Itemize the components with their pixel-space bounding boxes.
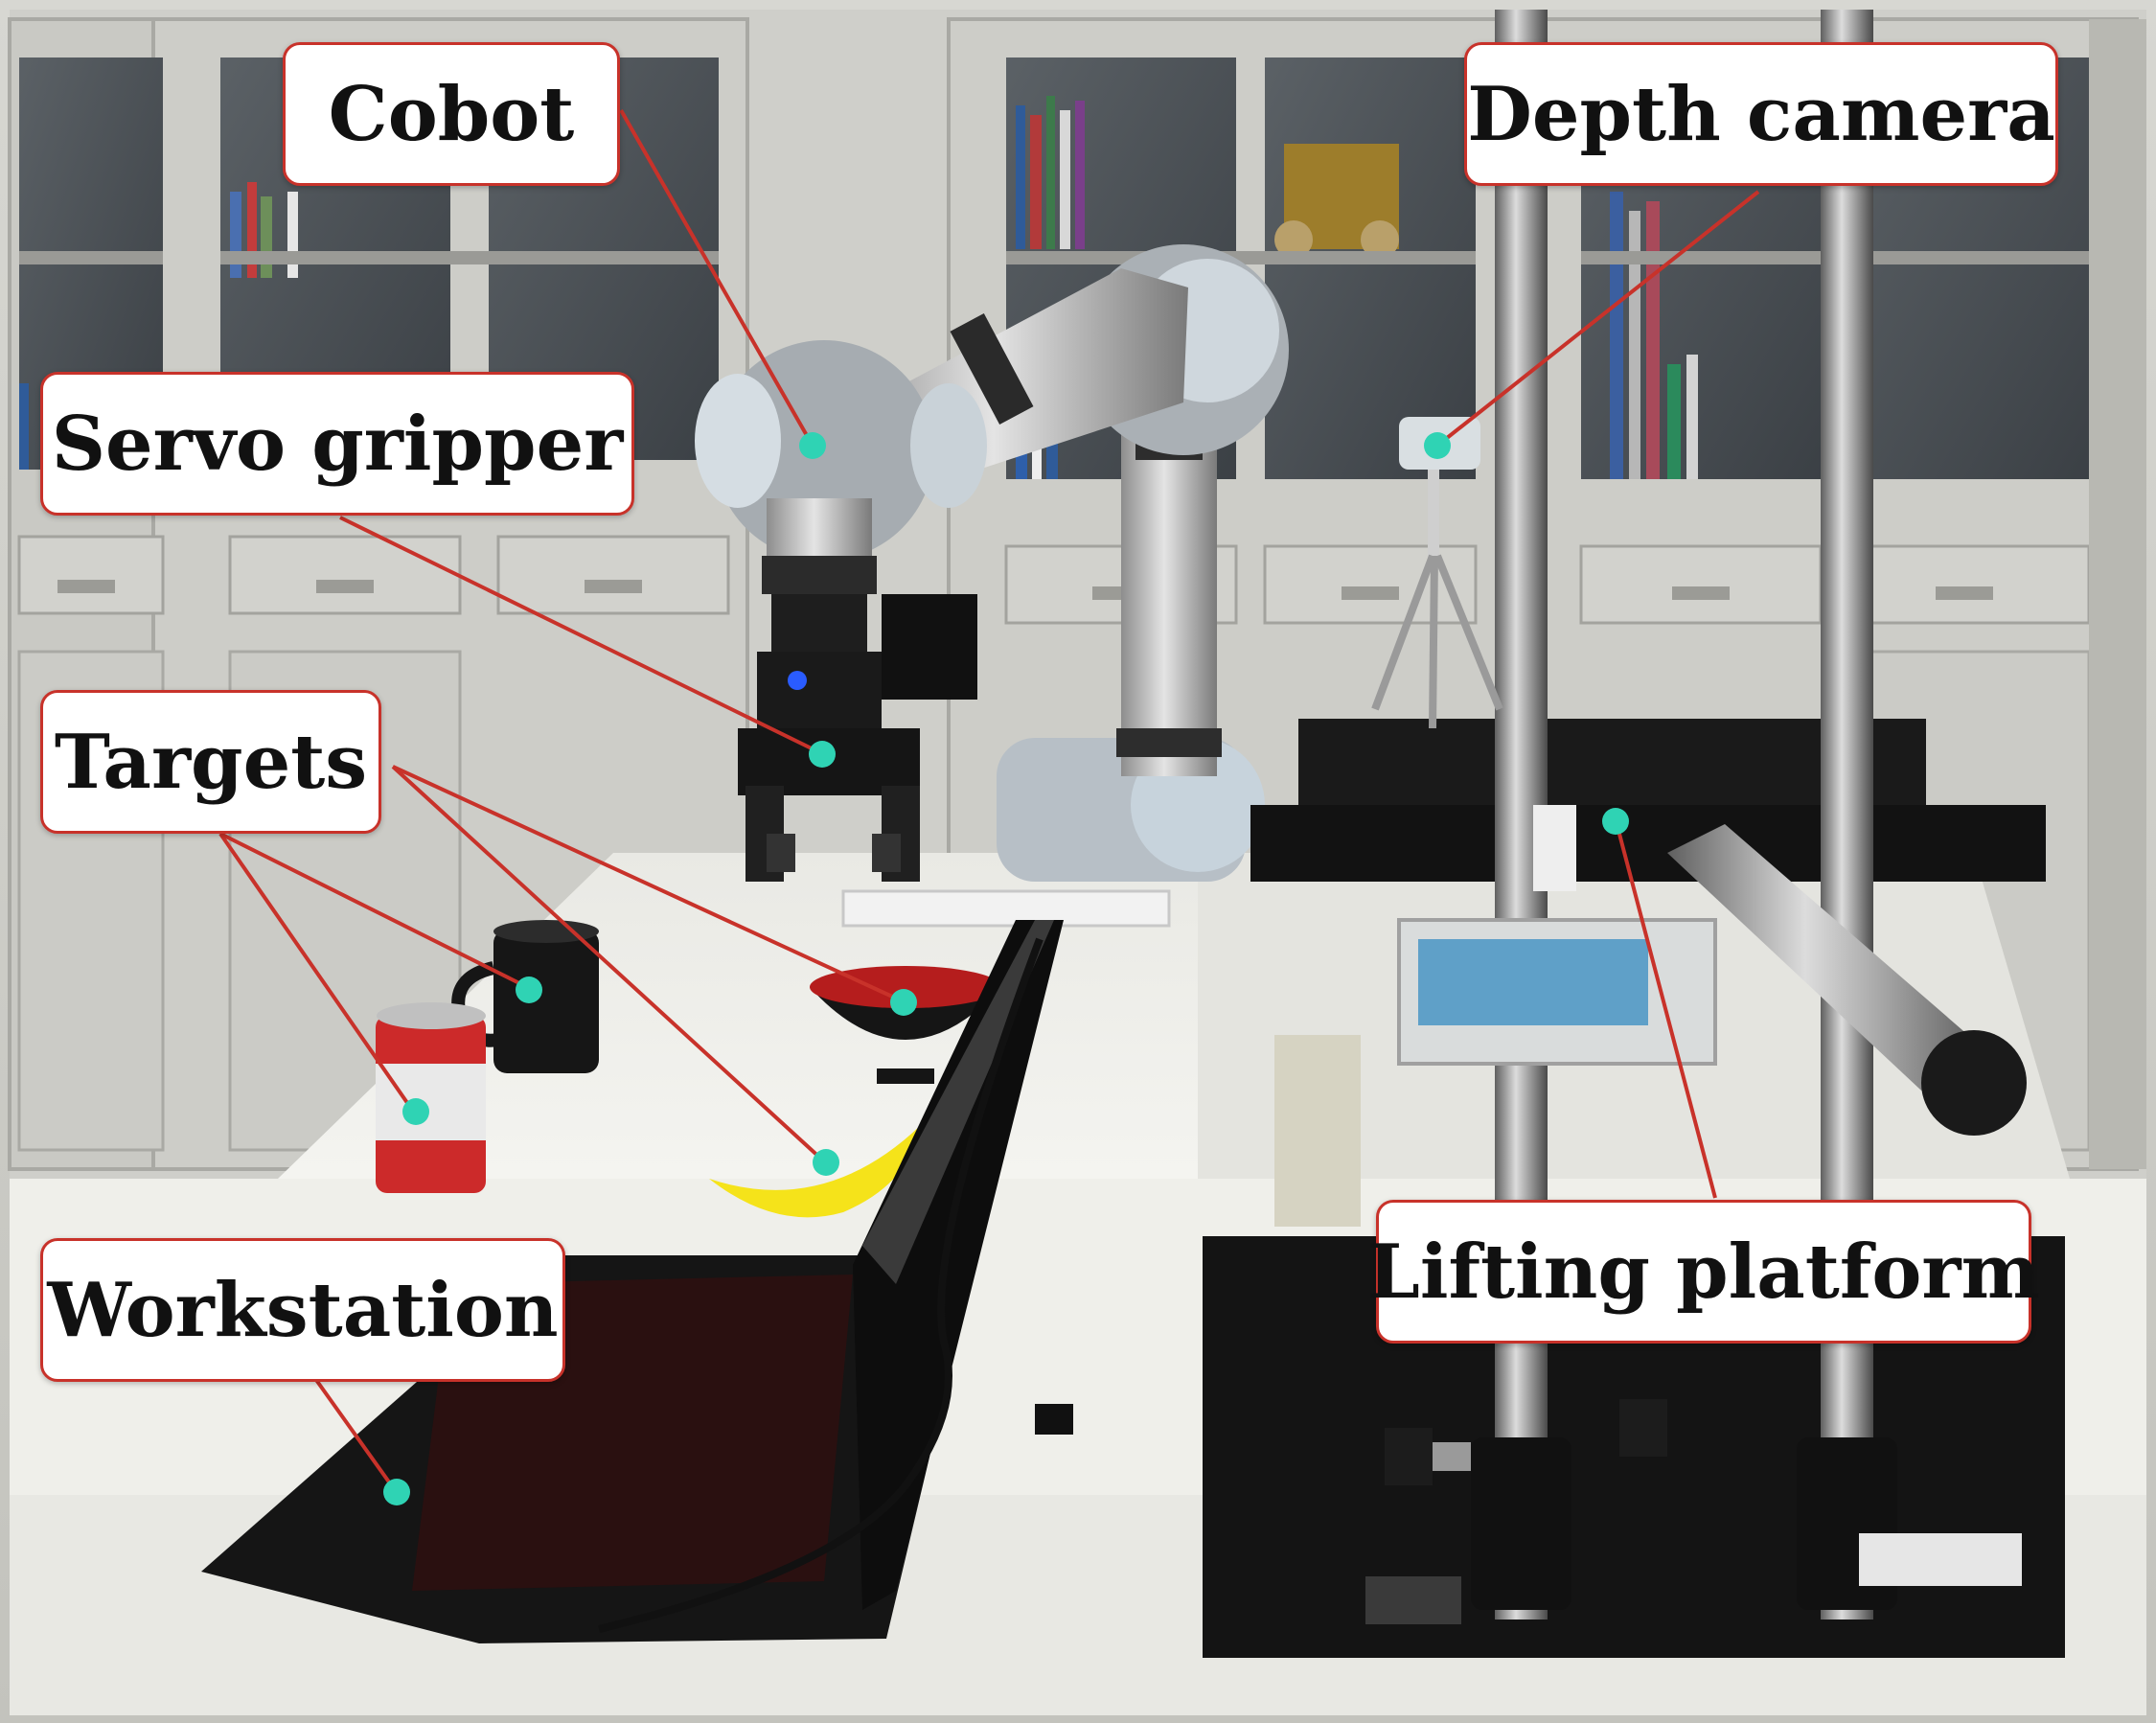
label-depth-camera: Depth camera: [1464, 42, 2058, 186]
marker-dot-can: [402, 1098, 429, 1125]
label-cobot: Cobot: [283, 42, 620, 186]
line-targets-can: [218, 832, 414, 1112]
marker-dot-bowl: [890, 989, 917, 1016]
line-servo-gripper: [339, 516, 820, 754]
label-targets: Targets: [40, 690, 381, 834]
marker-dot-cobot: [799, 432, 826, 459]
lifting-platform-rig: [1203, 10, 2065, 1658]
marker-dot-mug: [516, 976, 542, 1003]
marker-dot-banana: [813, 1149, 839, 1176]
line-targets-mug: [219, 832, 528, 989]
marker-dot-servo-gripper: [809, 741, 836, 768]
marker-dot-workstation: [383, 1479, 410, 1505]
line-targets-banana: [391, 765, 826, 1163]
label-lifting-platform: Lifting platform: [1367, 1200, 2040, 1344]
marker-dots: [383, 432, 1629, 1505]
gripper: [738, 652, 920, 882]
label-servo-gripper: Servo gripper: [40, 372, 634, 516]
callout-lines: [218, 109, 1760, 1492]
line-lifting-platform: [1614, 818, 1717, 1199]
line-workstation: [314, 1378, 397, 1492]
line-depth-camera: [1435, 190, 1760, 448]
marker-dot-depth-camera: [1424, 432, 1451, 459]
line-cobot: [619, 109, 814, 447]
label-workstation: Workstation: [40, 1238, 565, 1382]
line-targets-bowl: [392, 765, 902, 1002]
marker-dot-lifting-platform: [1602, 808, 1629, 835]
cobot-arm: [695, 244, 1289, 928]
